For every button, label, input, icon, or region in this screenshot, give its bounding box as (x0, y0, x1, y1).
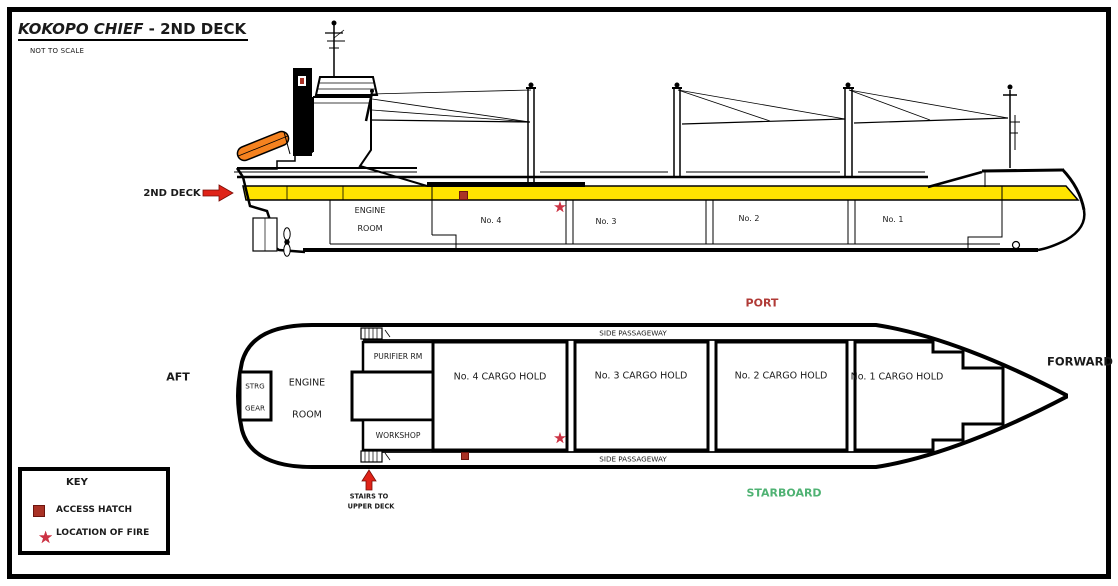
stairs-arrow-icon (361, 469, 377, 491)
engine-casing-box (350, 370, 435, 422)
steering-gear-line1: STRG (245, 381, 265, 391)
purifier-room-box (361, 340, 435, 374)
legend-fire-label: LOCATION OF FIRE (56, 528, 150, 538)
profile-hold-1-label: No. 1 (882, 215, 904, 224)
port-label: PORT (745, 296, 779, 310)
starboard-label: STARBOARD (746, 486, 822, 500)
fire-location-icon: ★ (553, 429, 567, 447)
propeller (283, 227, 291, 257)
steering-gear-line2: GEAR (244, 403, 266, 413)
workshop-box (361, 418, 435, 452)
cargo-hold-4-box (431, 340, 569, 452)
bow-lower (1037, 209, 1086, 252)
bow-stem (1060, 167, 1086, 211)
cargo-hold-1-box (853, 340, 1005, 452)
cargo-hold-3-label: No. 3 CARGO HOLD (594, 370, 688, 382)
lifeboat (236, 130, 290, 162)
deck-name: - 2ND DECK (148, 20, 247, 38)
access-hatch-icon (33, 505, 45, 517)
bow-mast (1003, 84, 1020, 168)
forecastle-sheer (927, 170, 983, 189)
stairs-note-line2: UPPER DECK (347, 502, 395, 511)
side-passageway-bottom-label: SIDE PASSAGEWAY (599, 454, 667, 464)
deck-pointer-label: 2ND DECK (143, 188, 201, 199)
access-hatch-icon (461, 452, 469, 460)
hawse-pipe (1011, 240, 1021, 250)
derrick-forward (843, 82, 1009, 177)
deck-pointer-arrow-icon (202, 184, 234, 202)
fire-location-icon: ★ (38, 528, 54, 548)
cargo-hold-1-label: No. 1 CARGO HOLD (850, 371, 944, 383)
aft-label: AFT (166, 370, 190, 384)
workshop-label: WORKSHOP (375, 431, 421, 441)
wheelhouse (314, 76, 379, 96)
cargo-hold-2-box (714, 340, 849, 452)
legend-title: KEY (66, 477, 88, 488)
derrick-mid (672, 82, 846, 177)
profile-hold-2-label: No. 2 (738, 214, 760, 223)
forward-label: FORWARD (1047, 354, 1113, 369)
profile-view-drawing (202, 20, 1086, 257)
title-block: KOKOPO CHIEF - 2ND DECK NOT TO SCALE (18, 20, 249, 55)
profile-engine-room-line2: ROOM (357, 224, 383, 233)
stairs-icon-top (360, 327, 391, 340)
purifier-room-label: PURIFIER RM (373, 352, 423, 362)
access-hatch-icon (459, 191, 468, 200)
rudder (252, 217, 278, 252)
cargo-hold-4-label: No. 4 CARGO HOLD (453, 371, 547, 383)
scale-note: NOT TO SCALE (30, 47, 85, 55)
page-title: KOKOPO CHIEF - 2ND DECK (18, 20, 249, 41)
cargo-hold-3-box (573, 340, 710, 452)
plan-engine-room-line2: ROOM (292, 409, 322, 421)
steering-gear-box (238, 370, 273, 422)
stairs-note-line1: STAIRS TO (349, 492, 389, 501)
legend-access-hatch-label: ACCESS HATCH (56, 505, 133, 515)
profile-engine-room-line1: ENGINE (354, 206, 386, 215)
second-deck-band (242, 185, 1080, 201)
ship-name: KOKOPO CHIEF (18, 20, 144, 38)
plan-engine-room-line1: ENGINE (288, 377, 326, 389)
stairs-icon-bottom (360, 450, 391, 463)
radar-mast (325, 20, 345, 77)
fire-location-icon: ★ (553, 198, 567, 216)
legend-box: KEY ACCESS HATCH ★ LOCATION OF FIRE (18, 467, 170, 555)
cargo-hold-2-label: No. 2 CARGO HOLD (734, 370, 828, 382)
funnel (293, 68, 312, 156)
profile-hold-3-label: No. 3 (595, 217, 617, 226)
plan-view-drawing (235, 323, 1068, 491)
profile-hold-4-label: No. 4 (480, 216, 502, 225)
derrick-aft (364, 82, 536, 186)
side-passageway-top-label: SIDE PASSAGEWAY (599, 328, 667, 338)
